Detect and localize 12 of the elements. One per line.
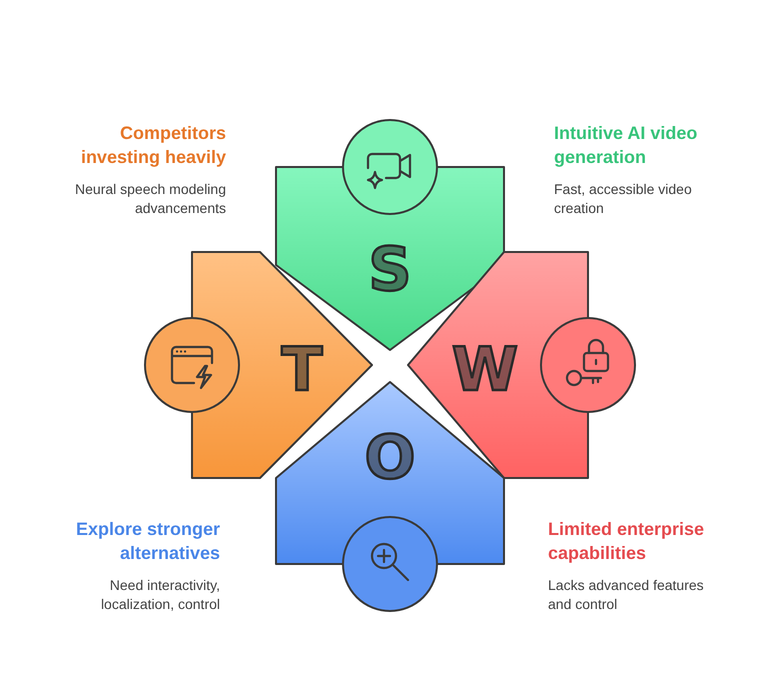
heading: Limited enterprise capabilities (548, 518, 706, 565)
heading: Competitors investing heavily (80, 122, 226, 169)
segment-letter: O (364, 428, 416, 488)
segment-letter: W (452, 340, 518, 400)
heading: Explore stronger alternatives (74, 518, 220, 565)
description: Fast, accessible video creation (554, 180, 693, 218)
segment-letter: S (368, 240, 412, 300)
heading: Intuitive AI video generation (554, 122, 698, 169)
description: Need interactivity, localization, control (100, 576, 220, 614)
description: Lacks advanced features and control (548, 576, 705, 614)
segment-letter: T (282, 340, 322, 400)
description: Neural speech modeling advancements (74, 180, 226, 218)
